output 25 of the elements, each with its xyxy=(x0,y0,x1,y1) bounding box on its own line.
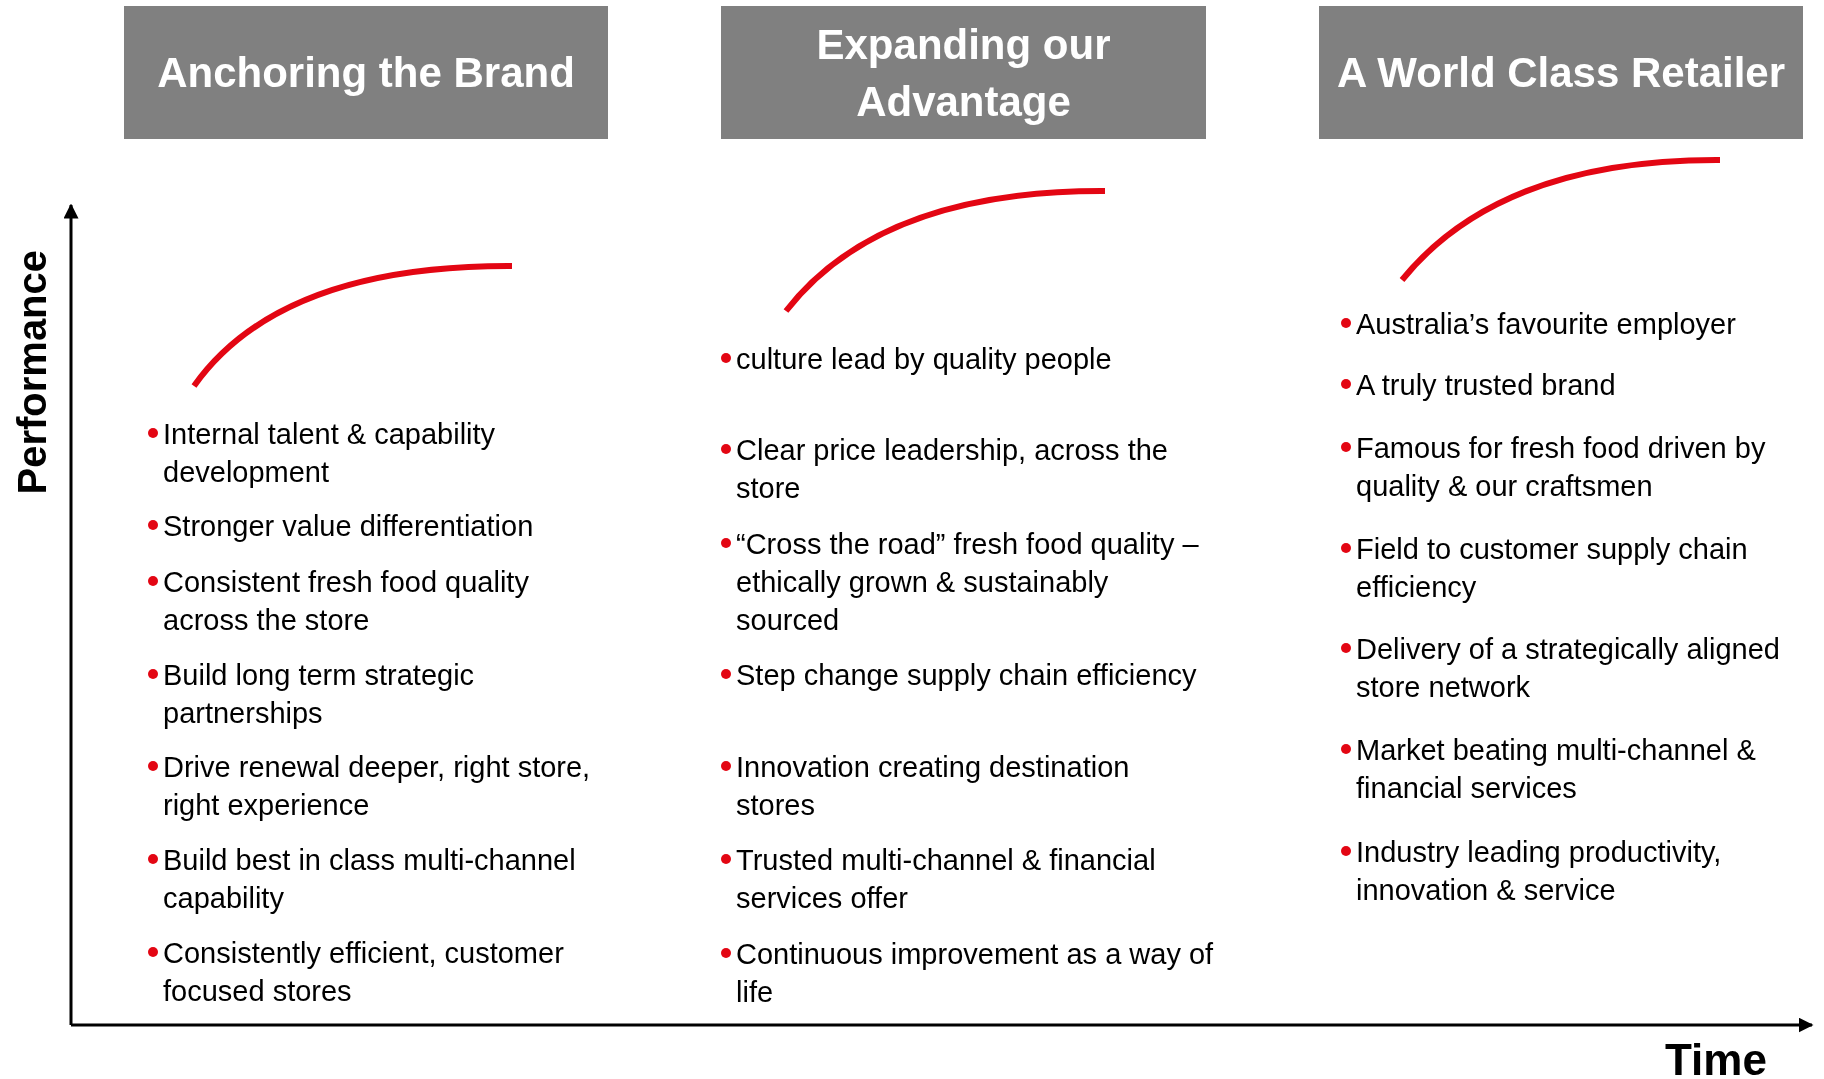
stage-header: Anchoring the Brand xyxy=(124,6,608,139)
stage-header: A World Class Retailer xyxy=(1319,6,1803,139)
bullet-text: Consistent fresh food quality across the store xyxy=(163,566,529,636)
bullet-text: Market beating multi-channel & financial services xyxy=(1356,734,1756,804)
bullet-text: Step change supply chain efficiency xyxy=(736,659,1197,691)
axis-label: Time xyxy=(1665,1035,1767,1079)
bullet-text: Internal talent & capability development xyxy=(163,418,496,488)
bullet-text: culture lead by quality people xyxy=(736,343,1112,375)
bullet-text: Build long term strategic partnerships xyxy=(163,659,475,729)
bullet-text: Drive renewal deeper, right store, right experience xyxy=(163,751,591,821)
bullet-text: Build best in class multi-channel capability xyxy=(163,844,576,914)
bullet-text: “Cross the road” fresh food quality – ethically grown & sustainably sourced xyxy=(736,528,1199,636)
bullet-text: Trusted multi-channel & financial services offer xyxy=(736,844,1156,914)
stage-header: Expanding our Advantage xyxy=(721,6,1206,139)
bullet-text: Consistently efficient, customer focused stores xyxy=(163,937,564,1007)
bullet-text: A truly trusted brand xyxy=(1356,369,1616,401)
bullet-text: Field to customer supply chain efficiency xyxy=(1356,533,1748,603)
bullet-text: Clear price leadership, across the store xyxy=(736,434,1168,504)
bullet-text: Famous for fresh food driven by quality & our craftsmen xyxy=(1356,432,1766,502)
bullet-text: Australia’s favourite employer xyxy=(1356,308,1736,340)
bullet-text: Innovation creating destination stores xyxy=(736,751,1130,821)
bullet-text: Stronger value differentiation xyxy=(163,510,534,542)
bullet-text: Delivery of a strategically aligned store network xyxy=(1356,633,1780,703)
bullet-text: Continuous improvement as a way of life xyxy=(736,938,1214,1008)
bullet-text: Industry leading productivity, innovation & service xyxy=(1356,836,1722,906)
